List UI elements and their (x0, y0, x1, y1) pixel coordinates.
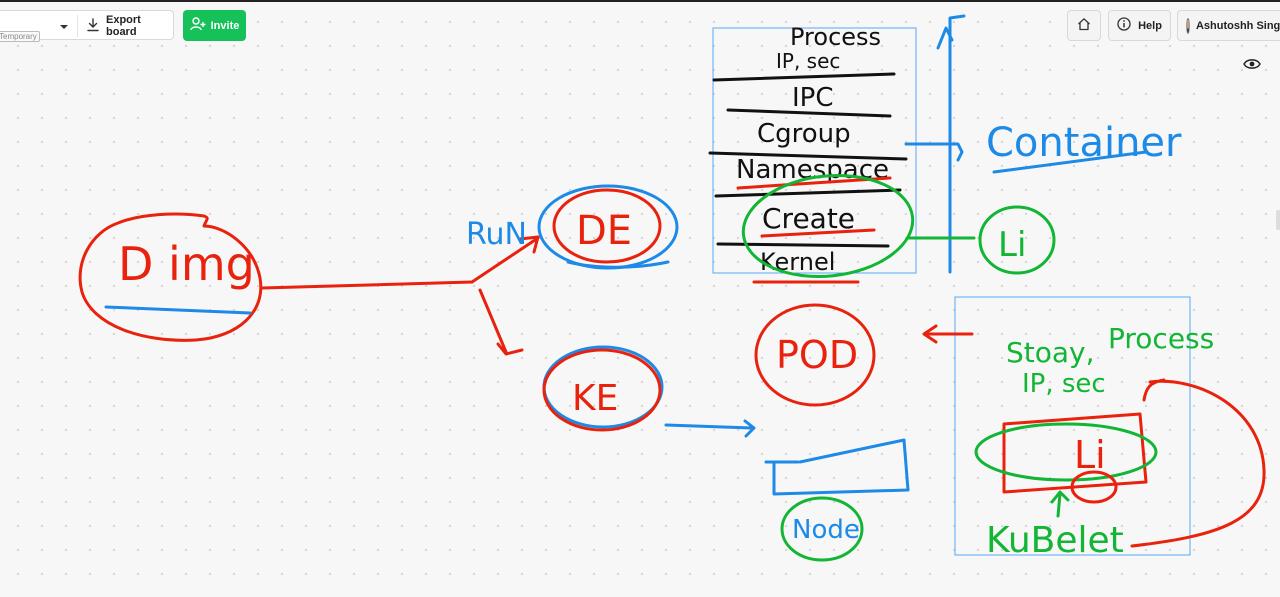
kubelet-loop (1130, 378, 1266, 548)
stack-line-2 (726, 108, 892, 118)
kubelet-arrow (1050, 490, 1070, 518)
stack-line-1 (712, 72, 896, 82)
stack-process-label: Process (790, 23, 881, 51)
stack-ipc-label: IPC (792, 83, 834, 113)
container-symbol-group: Li (906, 205, 1056, 275)
container-annotation: Container (904, 14, 1182, 274)
export-board-button[interactable]: Export board (86, 13, 173, 39)
invite-label: Invite (210, 19, 240, 32)
pod-label: POD (776, 333, 858, 377)
container-stack: Process IP, sec IPC Cgroup Namespace Cre… (708, 23, 917, 284)
stack-kernel-label: Kernel (760, 248, 835, 276)
run-label: RuN (466, 217, 527, 252)
pod-group: POD (754, 303, 876, 407)
kubernetes-engine-group: KE (542, 345, 756, 438)
kubernetes-engine-label: KE (572, 378, 618, 419)
li-red-box (1002, 412, 1148, 494)
board-toolbar: Temporary Export board (0, 10, 174, 42)
docker-image-underline (104, 305, 252, 315)
docker-image-label: D img (118, 237, 255, 291)
top-border (0, 0, 1280, 2)
ipsec-label: IP, sec (1022, 369, 1106, 399)
stack-line-3 (708, 151, 908, 161)
info-icon (1117, 17, 1131, 34)
container-label: Container (986, 120, 1182, 166)
container-pointer (904, 142, 964, 162)
stack-selection-box (712, 27, 917, 274)
stack-cgroup-label: Cgroup (757, 119, 851, 149)
home-icon (1077, 17, 1091, 34)
user-name: Ashutoshh Singh (1195, 19, 1280, 32)
stack-create-label: Create (762, 202, 855, 235)
avatar (1186, 17, 1190, 34)
docker-engine-group: DE (537, 184, 679, 270)
eye-icon[interactable] (1243, 57, 1261, 71)
node-circle (780, 496, 864, 562)
container-bracket-arrow (936, 14, 966, 274)
kubelet-label: KuBelet (986, 520, 1124, 561)
help-button[interactable]: Help (1108, 10, 1171, 41)
docker-engine-label: DE (576, 208, 632, 254)
node-group: Node (764, 438, 910, 562)
process-label: Process (1108, 322, 1214, 355)
ke-to-node-arrow (664, 419, 756, 438)
li-box-label: Li (1074, 433, 1106, 477)
pod-arrow (922, 324, 974, 344)
kubelet-area: Stoay, Process IP, sec Li KuBelet (922, 296, 1266, 561)
create-underline (760, 228, 876, 238)
user-menu-button[interactable]: Ashutoshh Singh (1177, 10, 1280, 41)
container-symbol-circle (978, 205, 1056, 275)
docker-engine-red-circle (552, 188, 662, 264)
side-panel-handle[interactable] (1276, 210, 1280, 230)
container-underline (992, 150, 1148, 174)
create-green-circle (741, 173, 915, 279)
home-button[interactable] (1067, 10, 1101, 41)
node-machine-shape (764, 438, 910, 496)
board-status-badge: Temporary (0, 31, 40, 42)
ke-arrow (478, 288, 524, 356)
add-user-icon (189, 17, 206, 34)
storage-label: Stoay, (1006, 336, 1095, 369)
li-green-ellipse (974, 422, 1158, 482)
image-connector-line (260, 280, 474, 290)
kubernetes-engine-red-circle (542, 348, 662, 432)
namespace-underline (736, 176, 892, 190)
export-board-label: Export board (106, 14, 141, 38)
pod-circle (754, 303, 876, 407)
stack-line-4 (714, 188, 902, 198)
node-label: Node (792, 515, 860, 545)
stack-ipsec-label: IP, sec (776, 49, 840, 73)
help-label: Help (1138, 19, 1162, 32)
docker-image-outline (78, 212, 263, 342)
li-small-circle (1070, 470, 1118, 504)
chevron-down-icon[interactable] (58, 20, 70, 32)
container-symbol-label: Li (998, 225, 1026, 265)
kubelet-selection-box (954, 296, 1191, 556)
docker-engine-underline (566, 260, 670, 269)
toolbar-divider (77, 15, 78, 37)
invite-button[interactable]: Invite (183, 10, 246, 41)
stack-line-5 (716, 242, 890, 248)
docker-image-group: D img (78, 212, 263, 342)
run-arrow (470, 235, 540, 284)
download-icon (86, 17, 100, 35)
